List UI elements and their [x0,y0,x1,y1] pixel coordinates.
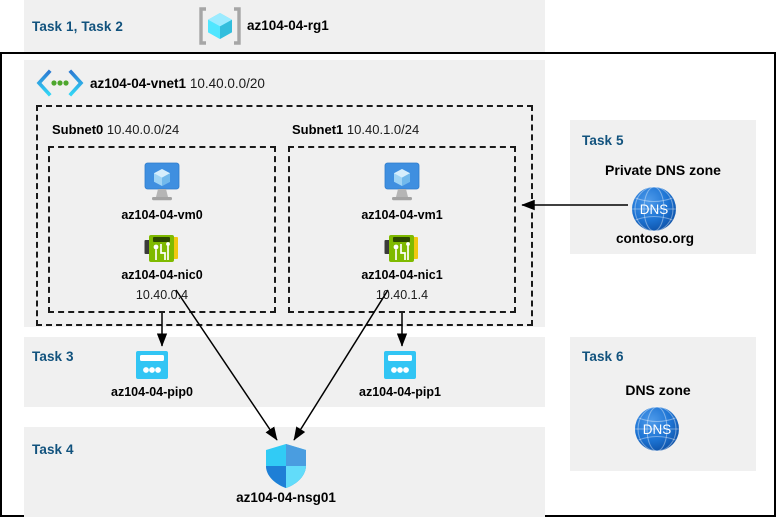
public-ip-address-icon-pip1[interactable] [383,350,417,380]
resource-group-panel [24,0,545,52]
dns-zone-icon-private[interactable]: DNS [630,185,678,233]
subnet0-title: Subnet0 10.40.0.0/24 [52,122,179,137]
task-label-task4: Task 4 [32,442,74,457]
private-dns-zone-heading: Private DNS zone [605,162,721,178]
task-label-task1-task2: Task 1, Task 2 [32,19,123,34]
subnet1-box [288,146,516,313]
nsg-label: az104-04-nsg01 [236,490,336,505]
network-security-group-icon[interactable] [264,443,308,489]
network-interface-icon-nic0[interactable] [144,233,180,265]
nic0-label: az104-04-nic0 [121,268,203,282]
task-label-task3: Task 3 [32,349,74,364]
private-dns-zone-name: contoso.org [616,231,694,246]
resource-group-icon [198,5,242,47]
virtual-machine-icon-vm0[interactable] [141,162,183,202]
network-interface-icon-nic1[interactable] [384,233,420,265]
virtual-network-title: az104-04-vnet1 10.40.0.0/20 [90,76,265,91]
vm1-label: az104-04-vm1 [361,208,443,222]
virtual-network-icon [36,69,84,97]
dns-icon-text: DNS [643,422,672,437]
virtual-network-panel [24,60,545,327]
subnet0-name: Subnet0 [52,122,104,137]
virtual-network-cidr: 10.40.0.0/20 [189,76,265,91]
task-label-task6: Task 6 [582,349,624,364]
vm0-label: az104-04-vm0 [121,208,203,222]
subnet1-cidr: 10.40.1.0/24 [346,122,420,137]
subnet1-name: Subnet1 [292,122,344,137]
dns-zone-icon[interactable]: DNS [633,405,681,453]
nic0-private-ip: 10.40.0.4 [135,288,189,302]
pip1-label: az104-04-pip1 [359,385,441,399]
task-label-task5: Task 5 [582,133,624,148]
subnet0-box [48,146,276,313]
dns-icon-text-private: DNS [640,202,669,217]
dns-zone-heading: DNS zone [625,382,691,398]
subnets-dashed-container [36,105,533,326]
subnet1-title: Subnet1 10.40.1.0/24 [292,122,419,137]
public-ip-address-icon-pip0[interactable] [135,350,169,380]
virtual-network-name: az104-04-vnet1 [90,76,187,91]
subnet0-cidr: 10.40.0.0/24 [106,122,180,137]
private-dns-zone-panel [570,120,756,254]
nic1-private-ip: 10.40.1.4 [375,288,429,302]
pip0-label: az104-04-pip0 [111,385,193,399]
nic1-label: az104-04-nic1 [361,268,443,282]
resource-group-name-text: az104-04-rg1 [247,18,329,33]
virtual-machine-icon-vm1[interactable] [381,162,423,202]
public-ip-panel [24,337,545,407]
resource-group-name: az104-04-rg1 [247,18,329,33]
